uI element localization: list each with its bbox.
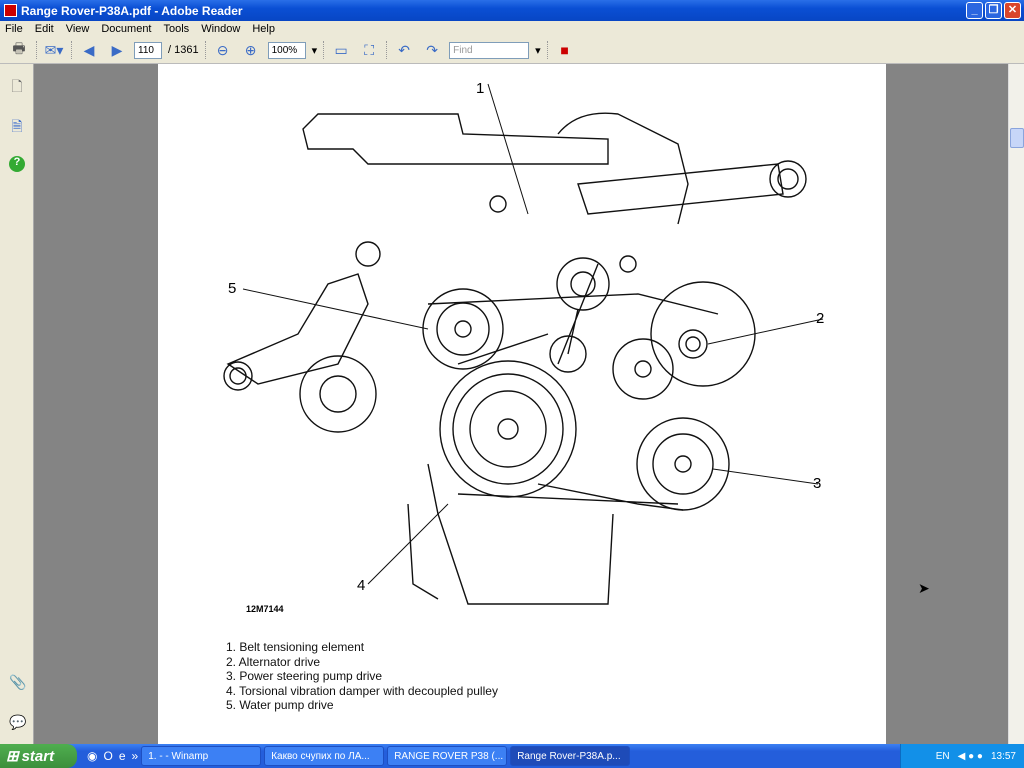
separator — [323, 41, 325, 59]
separator — [546, 41, 548, 59]
start-button[interactable]: ⊞start — [0, 744, 77, 768]
legend-item: 4. Torsional vibration damper with decou… — [226, 683, 498, 698]
email-icon[interactable]: ✉▾ — [44, 41, 64, 58]
legend-item: 5. Water pump drive — [226, 698, 334, 713]
menu-file[interactable]: File — [5, 23, 23, 35]
separator — [36, 41, 37, 59]
legend-item: 1. Belt tensioning element — [226, 640, 365, 654]
zoom-in-icon[interactable]: ⊕ — [244, 41, 257, 58]
task-folder[interactable]: RANGE ROVER P38 (... — [387, 746, 508, 766]
tray-icons[interactable]: ◀ ● ● — [957, 750, 983, 762]
windows-logo-icon: ⊞ — [6, 748, 19, 765]
system-tray: EN ◀ ● ● 13:57 — [900, 744, 1024, 768]
separator — [71, 41, 72, 59]
toolbar: 🖶 ✉▾ ◀ ▶ 110 / 1361 ⊖ ⊕ 100% ▾ ▭ ⛶ ↶ ↷ F… — [0, 37, 1024, 64]
attachments-icon[interactable]: 📎 — [9, 674, 27, 690]
desktop-icon[interactable]: ◉ — [87, 749, 98, 763]
menu-edit[interactable]: Edit — [34, 23, 54, 35]
window-title: Range Rover-P38A.pdf - Adobe Reader — [21, 3, 243, 18]
page-number-input[interactable]: 110 — [134, 41, 162, 59]
engine-belt-diagram — [223, 83, 824, 605]
find-dropdown-icon[interactable]: ▾ — [535, 44, 541, 57]
task-browser[interactable]: Какво счупих по ЛА... — [264, 746, 385, 766]
clock: 13:57 — [990, 750, 1016, 762]
print-icon[interactable]: 🖶 — [12, 40, 26, 56]
navigation-panel: 🗋 🗎 ? 📎 💬 — [0, 64, 34, 744]
legend-item: 2. Alternator drive — [226, 654, 321, 669]
title-bar: Range Rover-P38A.pdf - Adobe Reader _ ❐ … — [0, 0, 1024, 21]
opera-icon[interactable]: O — [103, 749, 113, 763]
callout-5: 5 — [228, 280, 237, 297]
previous-page-icon[interactable]: ◀ — [83, 41, 95, 58]
vertical-scrollbar[interactable] — [1008, 64, 1024, 744]
menu-view[interactable]: View — [65, 23, 90, 35]
separator — [386, 41, 388, 59]
menu-bar: File Edit View Document Tools Window Hel… — [0, 21, 1024, 37]
menu-help[interactable]: Help — [252, 23, 275, 35]
task-winamp[interactable]: 1. - - Winamp — [141, 746, 262, 766]
comments-icon[interactable]: 💬 — [9, 714, 27, 730]
internet-explorer-icon[interactable]: e — [118, 749, 126, 763]
fit-width-icon[interactable]: ▭ — [334, 41, 348, 58]
callout-1: 1 — [476, 80, 485, 97]
fit-page-icon[interactable]: ⛶ — [364, 41, 375, 58]
language-indicator[interactable]: EN — [935, 750, 950, 762]
pages-icon[interactable]: 🗋 — [11, 78, 23, 94]
callout-3: 3 — [813, 475, 822, 492]
next-page-icon[interactable]: ▶ — [111, 41, 123, 58]
bookmarks-icon[interactable]: 🗎 — [11, 118, 23, 134]
chevron-down-icon[interactable]: ▾ — [311, 44, 318, 57]
quick-launch: ◉ O e » — [87, 749, 138, 763]
close-button[interactable]: ✕ — [1004, 2, 1021, 19]
find-input[interactable]: Find — [449, 41, 530, 59]
rotate-left-icon[interactable]: ↶ — [398, 41, 410, 58]
legend-item: 3. Power steering pump drive — [226, 669, 383, 684]
rotate-right-icon[interactable]: ↷ — [426, 41, 438, 58]
callout-2: 2 — [816, 310, 825, 327]
zoom-out-icon[interactable]: ⊖ — [216, 41, 229, 58]
menu-tools[interactable]: Tools — [163, 23, 190, 35]
restore-button[interactable]: ❐ — [985, 2, 1002, 19]
page-total: / 1361 — [168, 44, 199, 56]
chevron-right-icon[interactable]: » — [131, 749, 139, 763]
figure-code: 12M7144 — [246, 604, 284, 614]
taskbar: ⊞start ◉ O e » 1. - - Winamp Какво счупи… — [0, 744, 1024, 768]
scrollbar-thumb[interactable] — [1010, 128, 1024, 148]
mouse-cursor-icon: ➤ — [918, 580, 930, 596]
legend-list: 1. Belt tensioning element 2. Alternator… — [226, 640, 498, 713]
minimize-button[interactable]: _ — [966, 2, 983, 19]
callout-4: 4 — [357, 577, 366, 594]
adobe-acrobat-icon[interactable]: ■ — [560, 42, 569, 58]
menu-window[interactable]: Window — [201, 23, 241, 35]
help-icon[interactable]: ? — [9, 156, 25, 172]
separator — [204, 41, 206, 59]
pdf-app-icon — [4, 4, 17, 17]
pdf-page: 1 2 3 4 5 12M7144 1. Belt tensioning ele… — [158, 64, 886, 744]
zoom-level-select[interactable]: 100% — [267, 41, 306, 59]
start-label: start — [21, 747, 55, 765]
menu-document[interactable]: Document — [101, 23, 152, 35]
task-adobe-reader[interactable]: Range Rover-P38A.p... — [510, 746, 631, 766]
